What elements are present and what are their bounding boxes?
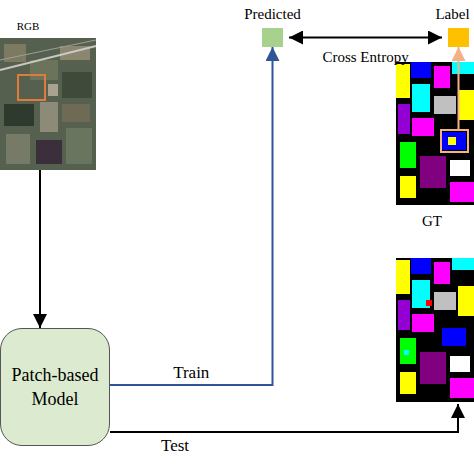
connector-arrow	[458, 47, 460, 62]
node-heading: RGB	[17, 21, 40, 32]
satellite-image-part	[36, 140, 62, 164]
ground-truth-map-part	[458, 90, 474, 120]
satellite-image-part	[0, 38, 96, 170]
connector-arrow	[39, 170, 41, 328]
prediction-map-part	[452, 258, 474, 270]
satellite-image-part	[6, 134, 30, 164]
prediction-map	[396, 258, 474, 402]
satellite-image-part	[66, 128, 92, 164]
test-line	[110, 404, 458, 432]
prediction-map-part	[411, 258, 431, 274]
node-heading: Predicted	[244, 7, 301, 22]
prediction-map-part	[404, 350, 409, 355]
prediction-map-part	[434, 292, 456, 310]
ground-truth-map-part	[442, 132, 466, 150]
ground-truth-map-part	[448, 137, 456, 145]
model-box: Patch-based Model	[0, 328, 110, 446]
edge-label: Train	[173, 364, 209, 381]
ground-truth-map-part	[420, 156, 446, 188]
ground-truth-map	[396, 62, 474, 205]
prediction-map-part	[450, 378, 474, 398]
edge-label: Cross Entropy	[322, 50, 408, 65]
ground-truth-map-part	[396, 64, 410, 98]
ground-truth-map-part	[400, 142, 416, 168]
ground-truth-map-part	[434, 96, 456, 114]
predicted-square: Predicted	[262, 28, 283, 47]
ground-truth-map-part	[441, 130, 468, 152]
label-square: Label	[448, 28, 469, 47]
satellite-image	[0, 38, 96, 170]
ground-truth-map-part	[400, 176, 416, 198]
line-label: Test	[161, 437, 189, 454]
satellite-image-part	[62, 104, 90, 122]
satellite-image-part	[0, 40, 96, 60]
prediction-map-part	[450, 356, 470, 372]
satellite-image-part	[18, 75, 45, 100]
ground-truth-map-part	[398, 104, 410, 134]
ground-truth-map-part	[412, 118, 434, 136]
ground-truth-map-part	[458, 62, 460, 130]
ground-truth-map-part	[450, 160, 470, 176]
ground-truth-map-part	[450, 182, 474, 202]
gt-map: GT	[396, 62, 474, 205]
test-line-part	[110, 404, 458, 432]
prediction-map-part	[396, 260, 410, 294]
node-heading: Label	[435, 7, 469, 22]
satellite-image-part	[4, 104, 34, 126]
prediction-map-part	[412, 314, 434, 332]
rgb-image: RGB	[0, 38, 96, 170]
prediction-map-part	[400, 372, 416, 394]
ground-truth-map-part	[396, 62, 474, 205]
satellite-image-part	[48, 84, 58, 96]
ground-truth-map-part	[412, 84, 430, 112]
prediction-map-part	[400, 338, 416, 364]
connector-arrow	[110, 47, 273, 385]
ground-truth-map-part	[411, 62, 431, 78]
ground-truth-map-part	[452, 62, 474, 74]
connector-arrow	[289, 37, 442, 39]
satellite-image-part	[62, 72, 92, 98]
prediction-map-part	[398, 300, 410, 330]
prediction-map-part	[420, 352, 446, 384]
prediction-map-part	[458, 286, 474, 316]
prediction-map-part	[434, 262, 450, 284]
prediction-map-part	[426, 300, 432, 306]
node-heading: GT	[422, 214, 442, 229]
prediction-map-part	[442, 328, 466, 346]
prediction-map-part	[396, 258, 474, 402]
ground-truth-map-part	[434, 66, 450, 88]
satellite-image-part	[4, 44, 26, 62]
box-text: Patch-based Model	[7, 363, 103, 412]
satellite-image-part	[40, 102, 58, 132]
